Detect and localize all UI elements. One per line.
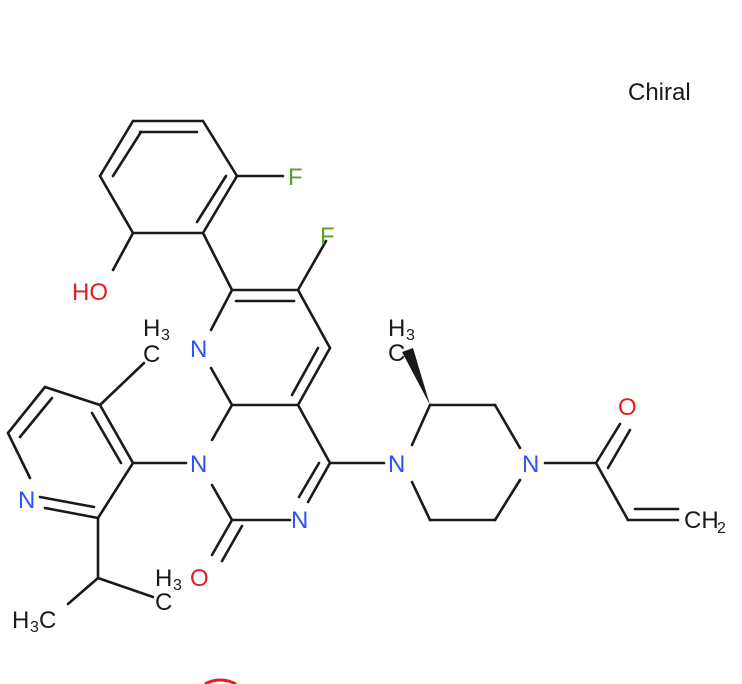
nitrogen-atom-piperazine-right: N bbox=[522, 451, 539, 478]
oxygen-atom-core-carbonyl: O bbox=[190, 565, 209, 592]
nitrogen-atom-core-bottom: N bbox=[291, 507, 308, 534]
vinyl-ch2-subscript: 2 bbox=[717, 520, 726, 537]
bond-lines bbox=[6, 119, 680, 606]
methyl-chiral-subscript: 3 bbox=[406, 327, 415, 344]
partial-red-arc bbox=[204, 678, 237, 684]
isopropyl-methyl-left-subscript: 3 bbox=[30, 619, 39, 636]
hydroxyl-group: HO bbox=[72, 279, 108, 306]
oxygen-atom-acryloyl: O bbox=[618, 394, 637, 421]
fluorine-atom-aryl: F bbox=[288, 164, 303, 191]
methyl-chiral-c: C bbox=[388, 340, 405, 367]
stereo-wedge bbox=[402, 348, 430, 405]
methyl-pyridine-c: C bbox=[143, 341, 160, 368]
fluorine-atom-core: F bbox=[320, 223, 335, 250]
nitrogen-atom-piperazine-left: N bbox=[388, 451, 405, 478]
nitrogen-atom-pyridine: N bbox=[18, 487, 35, 514]
nitrogen-atom-core-mid: N bbox=[190, 451, 207, 478]
vinyl-ch2-main: CH bbox=[684, 507, 719, 534]
isopropyl-methyl-left-h: H bbox=[12, 607, 29, 634]
methyl-pyridine-h: H bbox=[143, 315, 160, 342]
isopropyl-methyl-right-c: C bbox=[155, 589, 172, 616]
chirality-label: Chiral bbox=[628, 79, 691, 106]
isopropyl-methyl-right-subscript: 3 bbox=[173, 577, 182, 594]
methyl-chiral-h: H bbox=[388, 315, 405, 342]
methyl-pyridine-subscript: 3 bbox=[161, 327, 170, 344]
atom-labels: Chiral F F HO N N N O N N N O H 3 C H 3 … bbox=[12, 79, 726, 636]
isopropyl-methyl-right-h: H bbox=[155, 565, 172, 592]
nitrogen-atom-core-top: N bbox=[190, 336, 207, 363]
isopropyl-methyl-left-c: C bbox=[39, 607, 56, 634]
